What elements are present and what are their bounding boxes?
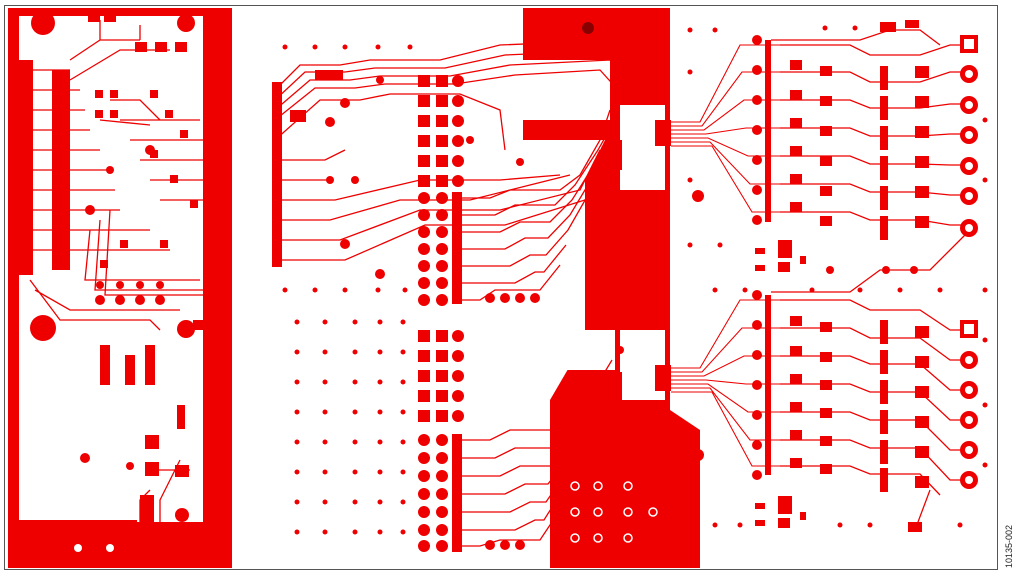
pad-array-bottom xyxy=(418,330,464,552)
board-frame xyxy=(4,5,998,570)
figure-id-label: 10135-002 xyxy=(1004,524,1014,568)
right-section xyxy=(612,20,988,532)
pour-mounting-hole xyxy=(582,22,594,34)
pour-vias xyxy=(570,481,658,543)
channel-rows-top xyxy=(752,20,978,293)
left-board-section xyxy=(8,8,232,568)
channel-rows-bottom xyxy=(752,290,978,532)
pad-array-top xyxy=(418,75,464,187)
center-left-section xyxy=(272,39,641,552)
pad-array-mid xyxy=(418,192,462,306)
regulator-pads xyxy=(692,190,806,528)
